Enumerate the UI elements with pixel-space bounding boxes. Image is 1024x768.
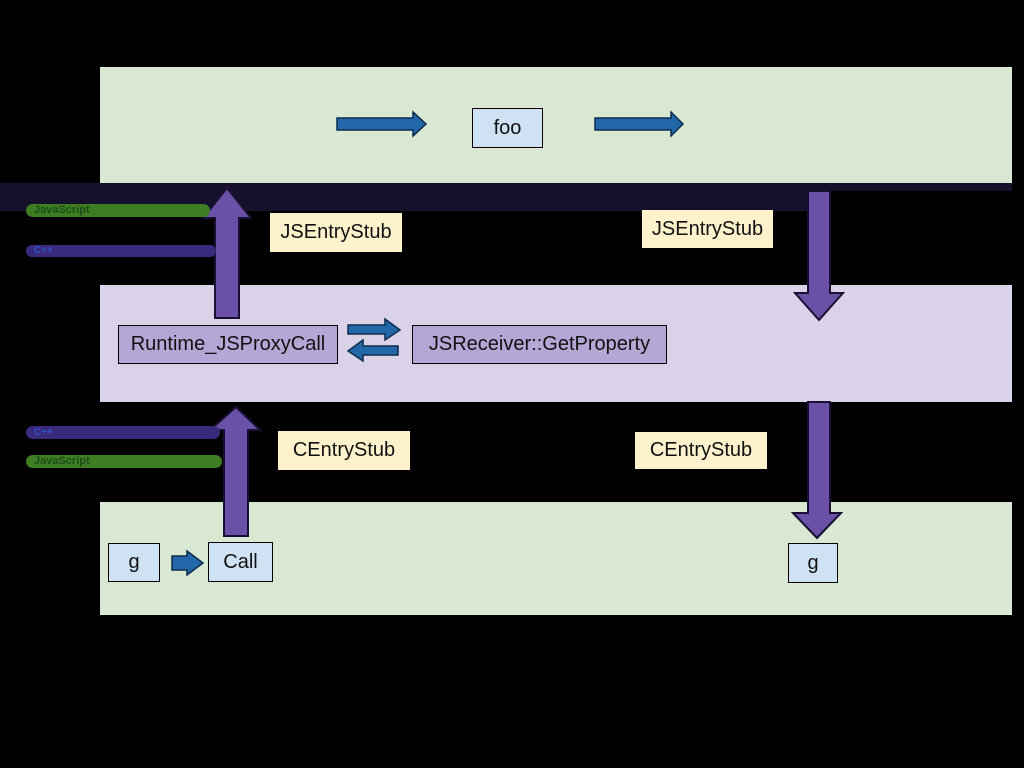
foo-node: foo (472, 108, 543, 148)
javascript-stack-bar-label: JavaScript (34, 204, 90, 216)
c-entry-stub-right: CEntryStub (635, 432, 767, 469)
jsreceiver-getproperty-node: JSReceiver::GetProperty (412, 325, 667, 364)
cpp-stack-bar: C++ (26, 245, 216, 257)
g-node-left: g (108, 543, 160, 582)
c-entry-stub-right-label: CEntryStub (649, 439, 753, 461)
c-entry-stub-left-label: CEntryStub (292, 439, 396, 461)
js-entry-stub-left-label: JSEntryStub (280, 221, 392, 243)
cpp-stack-bar-label: C++ (34, 245, 53, 256)
javascript-stack-bar: JavaScript (26, 204, 210, 217)
g-node-right-label: g (807, 551, 819, 574)
foo-node-label: foo (493, 116, 522, 139)
js-entry-stub-right: JSEntryStub (642, 210, 773, 248)
stub-boundary-strip-top-right (810, 183, 1012, 191)
g-node-right: g (788, 543, 838, 583)
js-entry-stub-left: JSEntryStub (270, 213, 402, 252)
javascript-stack-bar: JavaScript (26, 455, 222, 468)
jsreceiver-getproperty-label: JSReceiver::GetProperty (428, 333, 651, 355)
runtime-jsproxycall-label: Runtime_JSProxyCall (130, 333, 326, 355)
javascript-stack-bar-label: JavaScript (34, 455, 90, 467)
javascript-band-top (100, 67, 1012, 183)
call-node: Call (208, 542, 273, 582)
runtime-jsproxycall-node: Runtime_JSProxyCall (118, 325, 338, 364)
cpp-stack-bar: C++ (26, 426, 220, 439)
call-node-label: Call (223, 550, 258, 573)
cpp-stack-bar-label: C++ (34, 427, 53, 438)
c-entry-stub-left: CEntryStub (278, 431, 410, 470)
g-node-left-label: g (128, 551, 140, 573)
js-entry-stub-right-label: JSEntryStub (651, 217, 764, 240)
